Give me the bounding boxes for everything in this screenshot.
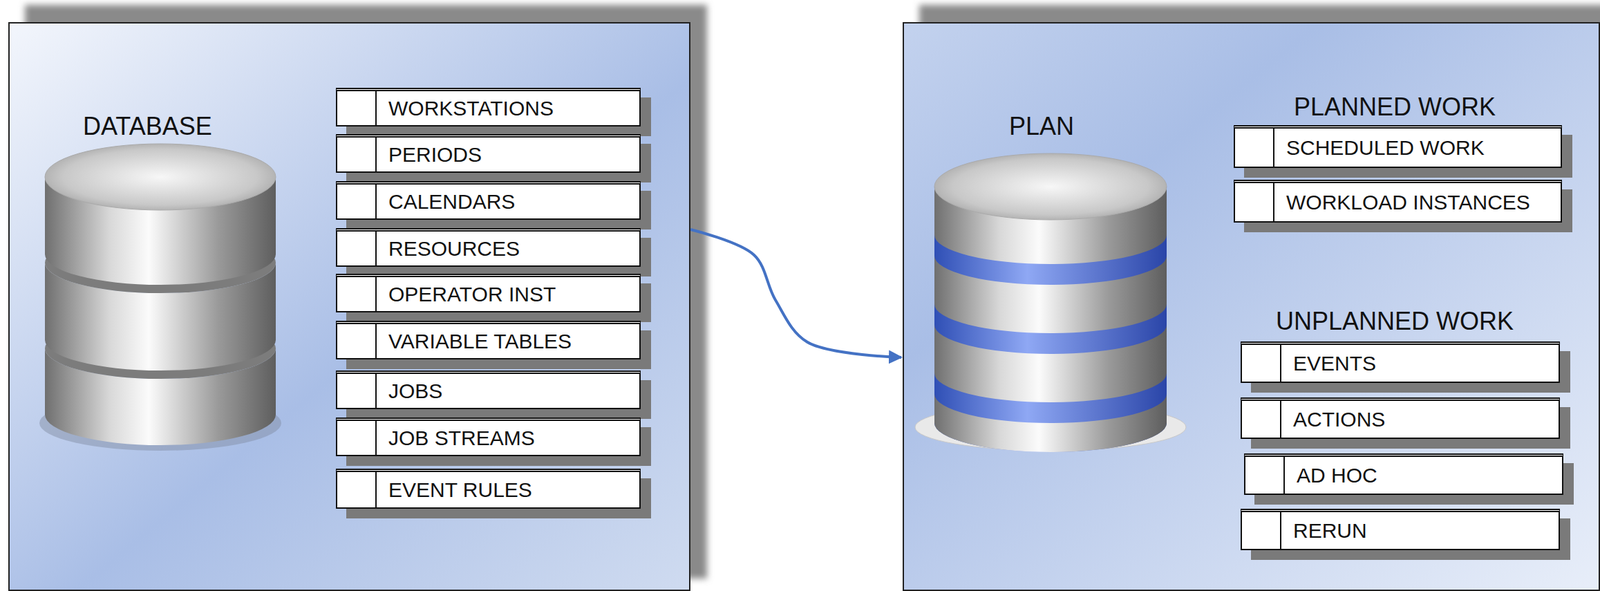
plan-cylinder — [915, 153, 1187, 453]
box-tab — [337, 420, 377, 455]
panel-heading: DATABASE — [82, 111, 213, 141]
group-panel: DATABASE WORKSTATIONS PERIODS CALENDARS RESO… — [8, 22, 691, 591]
list-box: JOBS — [335, 370, 641, 410]
panel-ground — [8, 22, 691, 591]
box-label: EVENT RULES — [337, 478, 542, 502]
group-panel: PLAN SCHEDULED WORK WORKLOAD INSTANCES EVEN… — [902, 22, 1600, 591]
box-tab — [1245, 456, 1285, 494]
database-cylinder — [39, 143, 282, 451]
box-tab — [1241, 344, 1282, 382]
panel-heading: PLAN — [1009, 111, 1075, 141]
box-tab — [1241, 512, 1282, 549]
list-box: RERUN — [1240, 508, 1560, 551]
list-box: EVENT RULES — [335, 468, 641, 509]
box-label: RESOURCES — [337, 237, 530, 261]
box-tab — [337, 472, 377, 508]
list-box: ACTIONS — [1240, 397, 1560, 439]
panel-ground — [902, 22, 1600, 591]
list-box: OPERATOR INST — [335, 273, 641, 313]
list-box: RESOURCES — [335, 228, 641, 267]
box-label: AD HOC — [1245, 463, 1388, 488]
section-heading: PLANNED WORK — [1293, 92, 1496, 122]
box-label: WORKSTATIONS — [337, 96, 564, 121]
list-box: SCHEDULED WORK — [1233, 125, 1562, 168]
list-box: WORKLOAD INSTANCES — [1233, 179, 1562, 223]
box-label: WORKLOAD INSTANCES — [1235, 190, 1540, 215]
list-box: EVENTS — [1240, 341, 1560, 383]
list-box: CALENDARS — [335, 181, 641, 220]
box-label: OPERATOR INST — [337, 282, 566, 307]
box-tab — [337, 231, 377, 266]
box-label: PERIODS — [337, 143, 492, 167]
list-box: AD HOC — [1244, 453, 1564, 495]
box-tab — [337, 324, 377, 359]
box-tab — [337, 277, 377, 312]
box-label: JOBS — [337, 379, 453, 403]
box-tab — [1241, 400, 1282, 438]
box-tab — [337, 373, 377, 408]
box-tab — [1235, 183, 1275, 222]
list-box: JOB STREAMS — [335, 417, 641, 457]
box-label: VARIABLE TABLES — [337, 329, 582, 354]
box-tab — [337, 137, 377, 172]
flow-arrow — [690, 229, 902, 358]
box-label: ACTIONS — [1241, 407, 1395, 432]
section-heading: UNPLANNED WORK — [1275, 306, 1514, 336]
box-tab — [337, 91, 377, 126]
box-label: CALENDARS — [337, 190, 525, 214]
box-label: SCHEDULED WORK — [1235, 136, 1495, 160]
box-label: EVENTS — [1241, 351, 1386, 376]
box-tab — [1235, 128, 1275, 167]
list-box: PERIODS — [335, 134, 641, 173]
list-box: WORKSTATIONS — [335, 87, 641, 127]
list-box: VARIABLE TABLES — [335, 320, 641, 360]
box-label: RERUN — [1241, 519, 1377, 543]
box-label: JOB STREAMS — [337, 426, 545, 450]
box-tab — [337, 184, 377, 219]
